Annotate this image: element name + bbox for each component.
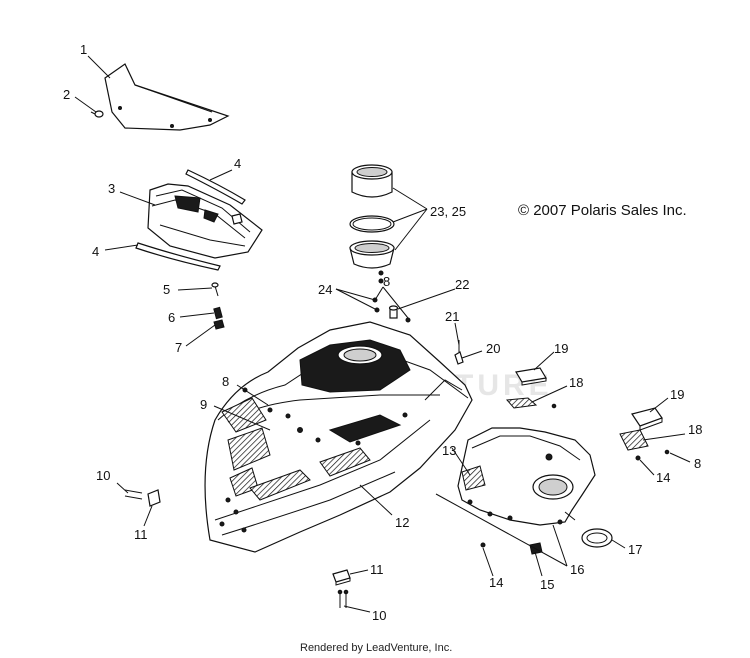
callout-5: 5 bbox=[163, 282, 170, 297]
part-windshield bbox=[104, 63, 230, 131]
callout-18-center: 18 bbox=[569, 375, 583, 390]
callout-12: 12 bbox=[395, 515, 409, 530]
part-rivet-10b bbox=[337, 589, 349, 608]
callout-6: 6 bbox=[168, 310, 175, 325]
callout-11-left: 11 bbox=[134, 527, 148, 542]
callout-14-right: 14 bbox=[656, 470, 670, 485]
part-clip-7 bbox=[213, 319, 225, 330]
part-spring-6 bbox=[213, 306, 223, 320]
part-fastener-14b bbox=[635, 455, 641, 461]
callout-8-left: 8 bbox=[222, 374, 229, 389]
part-headlight bbox=[147, 183, 263, 259]
part-fastener-14a bbox=[480, 542, 486, 548]
callout-17: 17 bbox=[628, 542, 642, 557]
part-bracket-18a bbox=[505, 397, 557, 409]
part-trim-strip-upper bbox=[185, 169, 246, 205]
callout-15: 15 bbox=[540, 577, 554, 592]
part-clip-11a bbox=[147, 489, 161, 507]
callout-21: 21 bbox=[445, 309, 459, 324]
part-belly-pan bbox=[457, 427, 596, 526]
part-bracket-18b bbox=[619, 429, 670, 455]
callout-19-right: 19 bbox=[670, 387, 684, 402]
part-pad-19a bbox=[515, 367, 547, 386]
part-bolt-22 bbox=[388, 305, 399, 319]
callout-4-lower: 4 bbox=[92, 244, 99, 259]
callout-16: 16 bbox=[570, 562, 584, 577]
part-screw bbox=[90, 110, 104, 118]
part-hood bbox=[204, 321, 473, 553]
part-fastener-20 bbox=[454, 340, 464, 365]
callout-2: 2 bbox=[63, 87, 70, 102]
callout-8-top: 8 bbox=[383, 274, 390, 289]
callout-8-right: 8 bbox=[694, 456, 701, 471]
callout-19-center: 19 bbox=[554, 341, 568, 356]
part-trim-strip-lower bbox=[135, 242, 221, 271]
part-fastener-24b bbox=[378, 278, 384, 284]
callout-24: 24 bbox=[318, 282, 332, 297]
part-fuel-neck bbox=[349, 164, 395, 269]
footer-text: Rendered by LeadVenture, Inc. bbox=[300, 642, 452, 654]
part-fastener-5 bbox=[211, 282, 219, 297]
callout-7: 7 bbox=[175, 340, 182, 355]
callout-4-upper: 4 bbox=[234, 156, 241, 171]
callout-23-25: 23, 25 bbox=[430, 204, 466, 219]
copyright-text: © 2007 Polaris Sales Inc. bbox=[518, 202, 687, 219]
callout-20: 20 bbox=[486, 341, 500, 356]
part-pad-19b bbox=[631, 407, 663, 431]
callout-10-bottom: 10 bbox=[372, 608, 386, 623]
part-rivet-10a bbox=[124, 489, 143, 500]
part-grommet bbox=[581, 528, 613, 548]
callout-10-left: 10 bbox=[96, 468, 110, 483]
callout-14-bottom: 14 bbox=[489, 575, 503, 590]
callout-3: 3 bbox=[108, 181, 115, 196]
callout-9: 9 bbox=[200, 397, 207, 412]
part-fastener-24a bbox=[378, 270, 384, 276]
callout-22: 22 bbox=[455, 277, 469, 292]
leader-lines bbox=[74, 55, 691, 613]
callout-13: 13 bbox=[442, 443, 456, 458]
callout-1: 1 bbox=[80, 42, 87, 57]
callout-18-right: 18 bbox=[688, 422, 702, 437]
callout-11-bottom: 11 bbox=[370, 562, 384, 577]
part-clip-11b bbox=[332, 569, 351, 586]
